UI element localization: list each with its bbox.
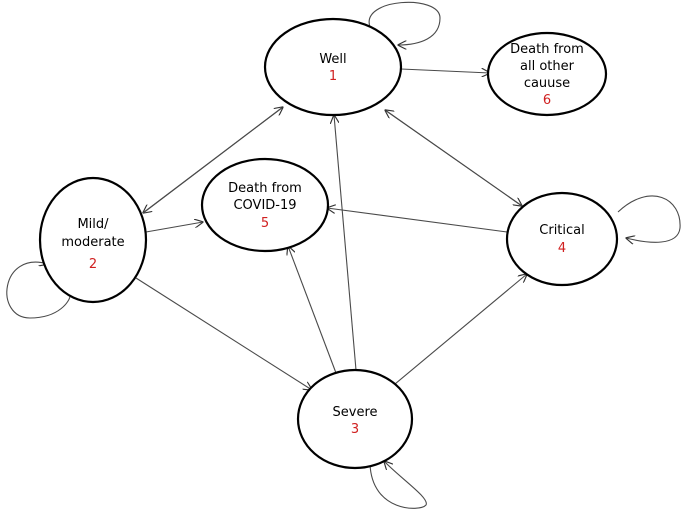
state-well: Well 1 xyxy=(263,17,403,117)
state-mild-label-line1: Mild/ xyxy=(77,217,109,232)
transition-arrows xyxy=(6,1,681,509)
state-well-label: Well xyxy=(319,52,346,67)
state-critical-number: 4 xyxy=(558,241,566,256)
state-other-death: Death from all other cauuse 6 xyxy=(486,31,608,117)
arrow-well-to-other-death xyxy=(400,69,490,73)
state-critical-label: Critical xyxy=(539,223,584,238)
state-well-ellipse xyxy=(263,17,403,117)
arrow-mild-to-well xyxy=(142,107,283,214)
state-mild-number: 2 xyxy=(89,257,97,272)
arrow-severe-to-severe xyxy=(369,461,427,509)
state-mild-ellipse xyxy=(38,176,148,304)
arrow-critical-to-well xyxy=(385,110,523,207)
arrow-mild-to-mild xyxy=(6,262,71,319)
state-severe-ellipse xyxy=(296,368,414,470)
state-critical: Critical 4 xyxy=(505,191,619,287)
state-severe-number: 3 xyxy=(351,422,359,437)
arrow-severe-to-critical xyxy=(394,274,527,385)
state-covid-death: Death from COVID-19 5 xyxy=(200,157,330,253)
arrow-mild-to-severe xyxy=(135,277,312,390)
state-critical-ellipse xyxy=(505,191,619,287)
state-other-death-label-line3: cauuse xyxy=(524,76,570,91)
state-covid-death-number: 5 xyxy=(261,216,269,231)
state-other-death-ellipse xyxy=(486,31,608,117)
state-mild-label-line2: moderate xyxy=(61,235,124,250)
arrow-critical-to-covid-death xyxy=(327,208,508,233)
arrow-mild-to-covid-death xyxy=(145,222,203,233)
state-other-death-label-line1: Death from xyxy=(510,42,584,57)
state-well-number: 1 xyxy=(329,69,337,84)
state-severe: Severe 3 xyxy=(296,368,414,470)
state-covid-death-label-line1: Death from xyxy=(228,181,302,196)
state-severe-label: Severe xyxy=(333,405,378,420)
state-other-death-label-line2: all other xyxy=(520,59,575,74)
arrow-severe-to-covid-death xyxy=(288,246,337,374)
arrow-critical-to-critical xyxy=(617,195,681,242)
arrow-severe-to-well xyxy=(334,115,357,371)
state-mild: Mild/ moderate 2 xyxy=(38,176,148,304)
state-covid-death-label-line2: COVID-19 xyxy=(233,198,296,213)
state-covid-death-ellipse xyxy=(200,157,330,253)
arrow-well-to-well xyxy=(368,1,441,45)
state-other-death-number: 6 xyxy=(543,93,551,108)
